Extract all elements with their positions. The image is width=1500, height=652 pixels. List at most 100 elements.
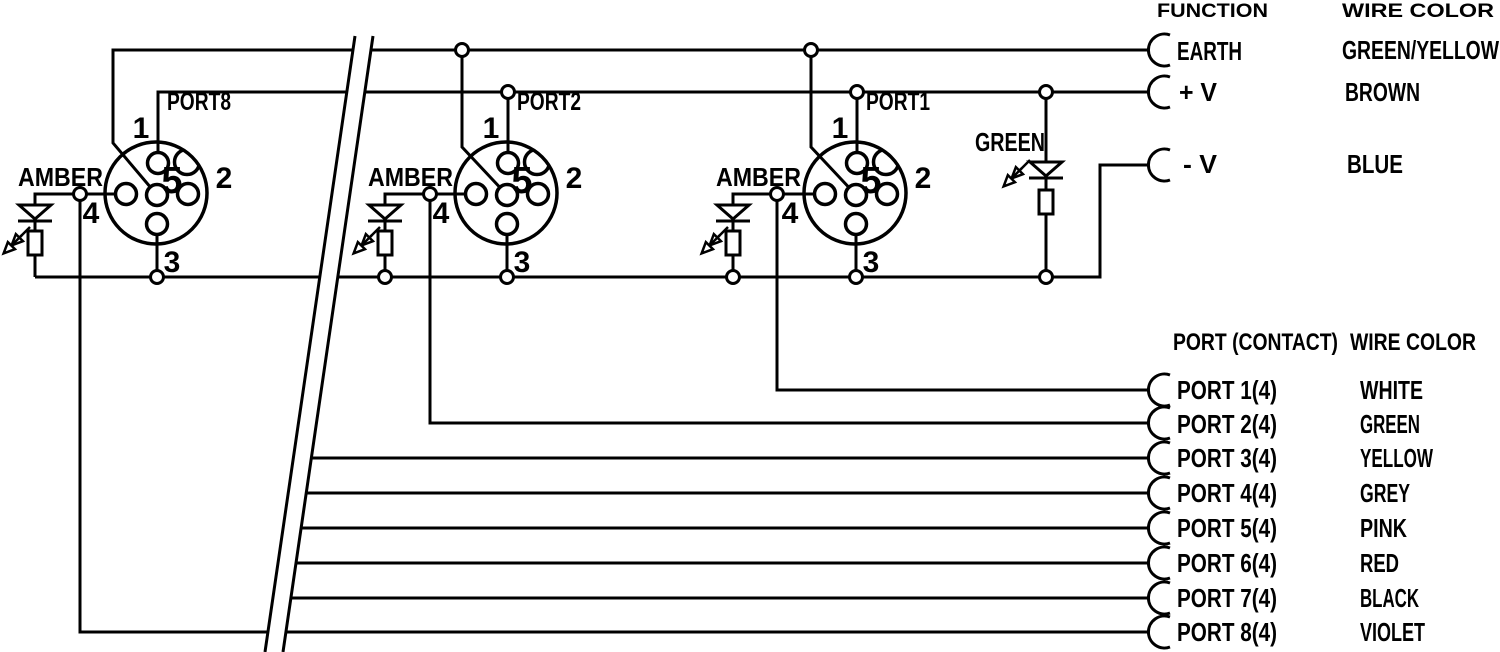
junction-dot	[149, 269, 165, 285]
junction-dot	[725, 269, 741, 285]
wire-end-arc-port3	[1147, 440, 1171, 476]
wire-end-arc-port4	[1147, 475, 1171, 511]
port8-connector	[105, 142, 207, 244]
junction-dot	[72, 186, 88, 202]
wire-end-arc-earth	[1147, 32, 1171, 68]
color-earth: GREEN/YELLOW	[1342, 35, 1499, 65]
wire-minus-v-bus	[35, 163, 1150, 279]
wire-end-arc-port6	[1147, 545, 1171, 581]
port-contact-header: PORT (CONTACT)	[1173, 329, 1338, 356]
color-minus-v: BLUE	[1347, 149, 1403, 179]
port-row-label: PORT 4(4)	[1177, 478, 1277, 508]
junction-dot	[803, 42, 819, 58]
wire-port1-earth-drop	[809, 50, 858, 197]
green-led-label: GREEN	[975, 127, 1045, 157]
wire-earth	[111, 48, 1150, 196]
port-row-color: PINK	[1360, 513, 1407, 543]
junction-dot	[848, 269, 864, 285]
port8-label: PORT8	[167, 88, 231, 116]
led-emission-arrow-icon	[1001, 167, 1023, 189]
resistor-icon	[1037, 188, 1055, 216]
port-row-color: YELLOW	[1360, 443, 1433, 473]
port-row-color: GREY	[1360, 478, 1410, 508]
pin-number-1: 1	[832, 112, 849, 145]
port-row-color: BLACK	[1360, 583, 1419, 613]
pin-number-2: 2	[216, 162, 233, 195]
port-row-label: PORT 5(4)	[1177, 513, 1277, 543]
wire-end-arcs	[1147, 32, 1171, 650]
port-contact-table: PORT (CONTACT) WIRE COLOR PORT 1(4) WHIT…	[1173, 329, 1476, 647]
junction-dot	[500, 84, 516, 100]
function-table: FUNCTION WIRE COLOR EARTH GREEN/YELLOW +…	[1157, 1, 1499, 179]
port1-label: PORT1	[866, 88, 930, 116]
wire-end-arc-port8	[1147, 614, 1171, 650]
port-row-color: VIOLET	[1360, 617, 1425, 647]
wire-end-arc-port5	[1147, 510, 1171, 546]
port2-connector	[455, 142, 557, 244]
junction-dot	[377, 269, 393, 285]
port8-amber-led	[0, 203, 54, 259]
port-row-color: GREEN	[1360, 409, 1420, 439]
port1-pin-numbers: 1 2 3 4 5	[782, 112, 932, 279]
port-row-label: PORT 8(4)	[1177, 617, 1277, 647]
wire-end-arc-port2	[1147, 405, 1171, 441]
port-row-label: PORT 3(4)	[1177, 443, 1277, 473]
pin-number-3: 3	[863, 246, 880, 279]
cable-break-line	[263, 35, 357, 652]
port-row-label: PORT 6(4)	[1177, 548, 1277, 578]
port-row-color: WHITE	[1360, 375, 1423, 405]
function-header: FUNCTION	[1157, 1, 1268, 22]
pin-number-2: 2	[915, 162, 932, 195]
pin-number-5: 5	[511, 160, 532, 202]
led-diode-icon	[1026, 160, 1066, 178]
pin-number-5: 5	[161, 160, 182, 202]
port2-label: PORT2	[517, 88, 581, 116]
wire-end-arc-plusv	[1147, 74, 1171, 110]
junction-dot	[769, 186, 785, 202]
function-earth: EARTH	[1177, 36, 1242, 66]
pin-number-5: 5	[860, 160, 881, 202]
wire-end-arc-minusv	[1147, 147, 1171, 183]
wire-port1-contact	[775, 194, 1150, 392]
pin-number-3: 3	[164, 246, 181, 279]
cable-break-gap	[266, 36, 374, 652]
wire-color-header: WIRE COLOR	[1342, 1, 1494, 22]
wire-end-arc-port1	[1147, 372, 1171, 408]
junction-dot	[1038, 84, 1054, 100]
function-plus-v: + V	[1179, 77, 1218, 107]
wire-end-arc-port7	[1147, 580, 1171, 616]
port-row-label: PORT 7(4)	[1177, 583, 1277, 613]
wire-port2-earth-drop	[460, 50, 509, 197]
port2-amber-led	[348, 203, 404, 259]
junction-dots	[72, 42, 1054, 285]
pin-number-2: 2	[566, 162, 583, 195]
port1-amber-label: AMBER	[716, 162, 801, 192]
pin-number-1: 1	[483, 112, 500, 145]
pin-number-4: 4	[433, 197, 450, 230]
junction-dot	[499, 269, 515, 285]
pin-number-4: 4	[782, 197, 799, 230]
color-plus-v: BROWN	[1345, 77, 1420, 107]
junction-dot	[422, 186, 438, 202]
junction-dot	[454, 42, 470, 58]
pin-number-3: 3	[514, 246, 531, 279]
port1-connector	[804, 142, 906, 244]
wire-port8-contact	[78, 194, 1150, 634]
green-led-resistor	[1001, 159, 1066, 216]
cable-break-line	[281, 35, 375, 652]
function-minus-v: - V	[1183, 149, 1218, 179]
wire-color-header: WIRE COLOR	[1350, 329, 1476, 356]
port-row-color: RED	[1360, 548, 1399, 578]
wire-plus-v	[156, 90, 1150, 163]
junction-dot	[1038, 269, 1054, 285]
pin-number-4: 4	[83, 197, 100, 230]
port2-amber-label: AMBER	[368, 162, 453, 192]
junction-dot	[849, 84, 865, 100]
wire-port2-contact	[428, 194, 1150, 425]
port8-pin-numbers: 1 2 3 4 5	[83, 112, 233, 279]
pin-number-1: 1	[133, 112, 150, 145]
port2-pin-numbers: 1 2 3 4 5	[433, 112, 583, 279]
port1-amber-led	[696, 203, 752, 259]
